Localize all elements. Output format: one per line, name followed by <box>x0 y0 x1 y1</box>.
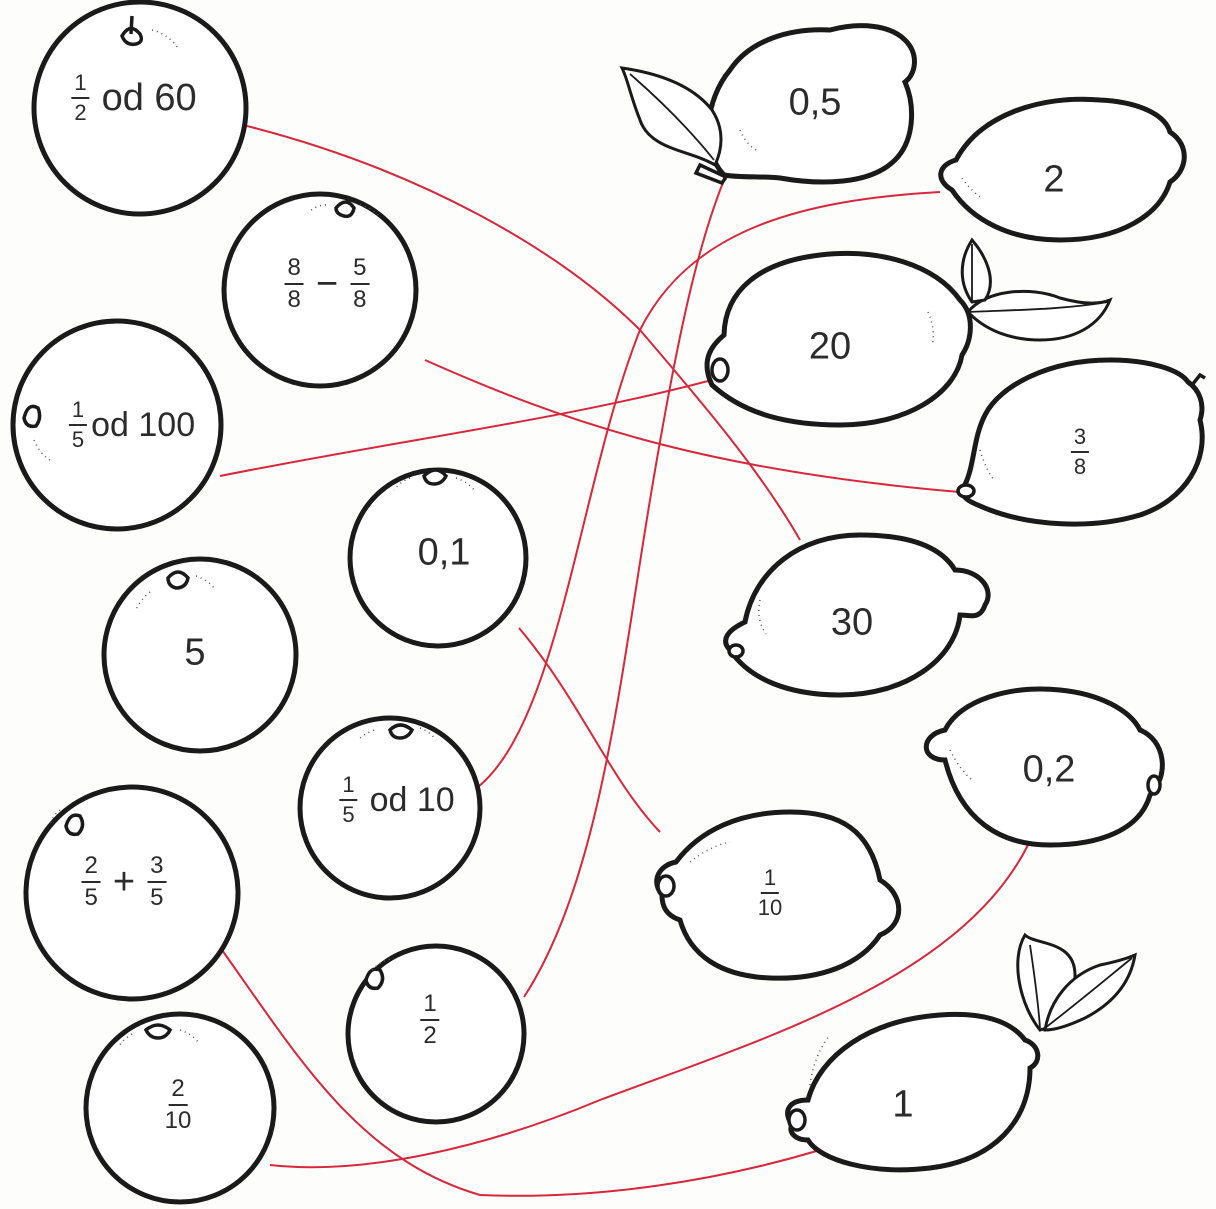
lemon-8-label: 1 <box>892 1084 913 1127</box>
numerator: 1 <box>69 399 87 426</box>
denominator: 5 <box>342 801 354 826</box>
suffix-text: od 100 <box>91 406 195 445</box>
denominator: 8 <box>1074 453 1086 478</box>
denominator: 8 <box>353 285 366 312</box>
denominator: 2 <box>74 99 86 124</box>
operator: + <box>113 861 135 904</box>
numerator: 1 <box>761 867 779 894</box>
lemon-1 <box>622 26 914 183</box>
numerator: 3 <box>147 854 166 883</box>
lemon-1-label: 0,5 <box>789 82 842 125</box>
denominator: 2 <box>423 1021 436 1048</box>
numerator: 1 <box>71 72 89 99</box>
numerator: 1 <box>420 992 439 1021</box>
denominator: 8 <box>288 285 301 312</box>
connection-line <box>519 628 660 832</box>
connection-line <box>222 950 820 1196</box>
denominator: 5 <box>150 883 163 910</box>
orange-5-label: 5 <box>184 632 205 675</box>
orange-4-label: 0,1 <box>418 532 471 575</box>
numerator: 8 <box>285 256 304 285</box>
lemon-2-label: 2 <box>1043 159 1064 202</box>
numerator: 2 <box>82 854 101 883</box>
denominator: 10 <box>165 1106 192 1133</box>
denominator: 5 <box>72 426 84 451</box>
numerator: 3 <box>1071 426 1089 453</box>
lemon-3-label: 20 <box>809 326 851 369</box>
connection-line <box>220 381 708 476</box>
lemon-5-label: 30 <box>831 602 873 645</box>
numerator: 1 <box>339 774 357 801</box>
numerator: 2 <box>168 1077 187 1106</box>
suffix-text: od 60 <box>102 77 197 120</box>
lemon-6-label: 0,2 <box>1023 749 1076 792</box>
suffix-text: od 10 <box>370 781 455 820</box>
denominator: 5 <box>85 883 98 910</box>
numerator: 5 <box>350 256 369 285</box>
lemon-8 <box>788 935 1135 1170</box>
operator: − <box>316 263 338 306</box>
denominator: 10 <box>758 894 782 919</box>
